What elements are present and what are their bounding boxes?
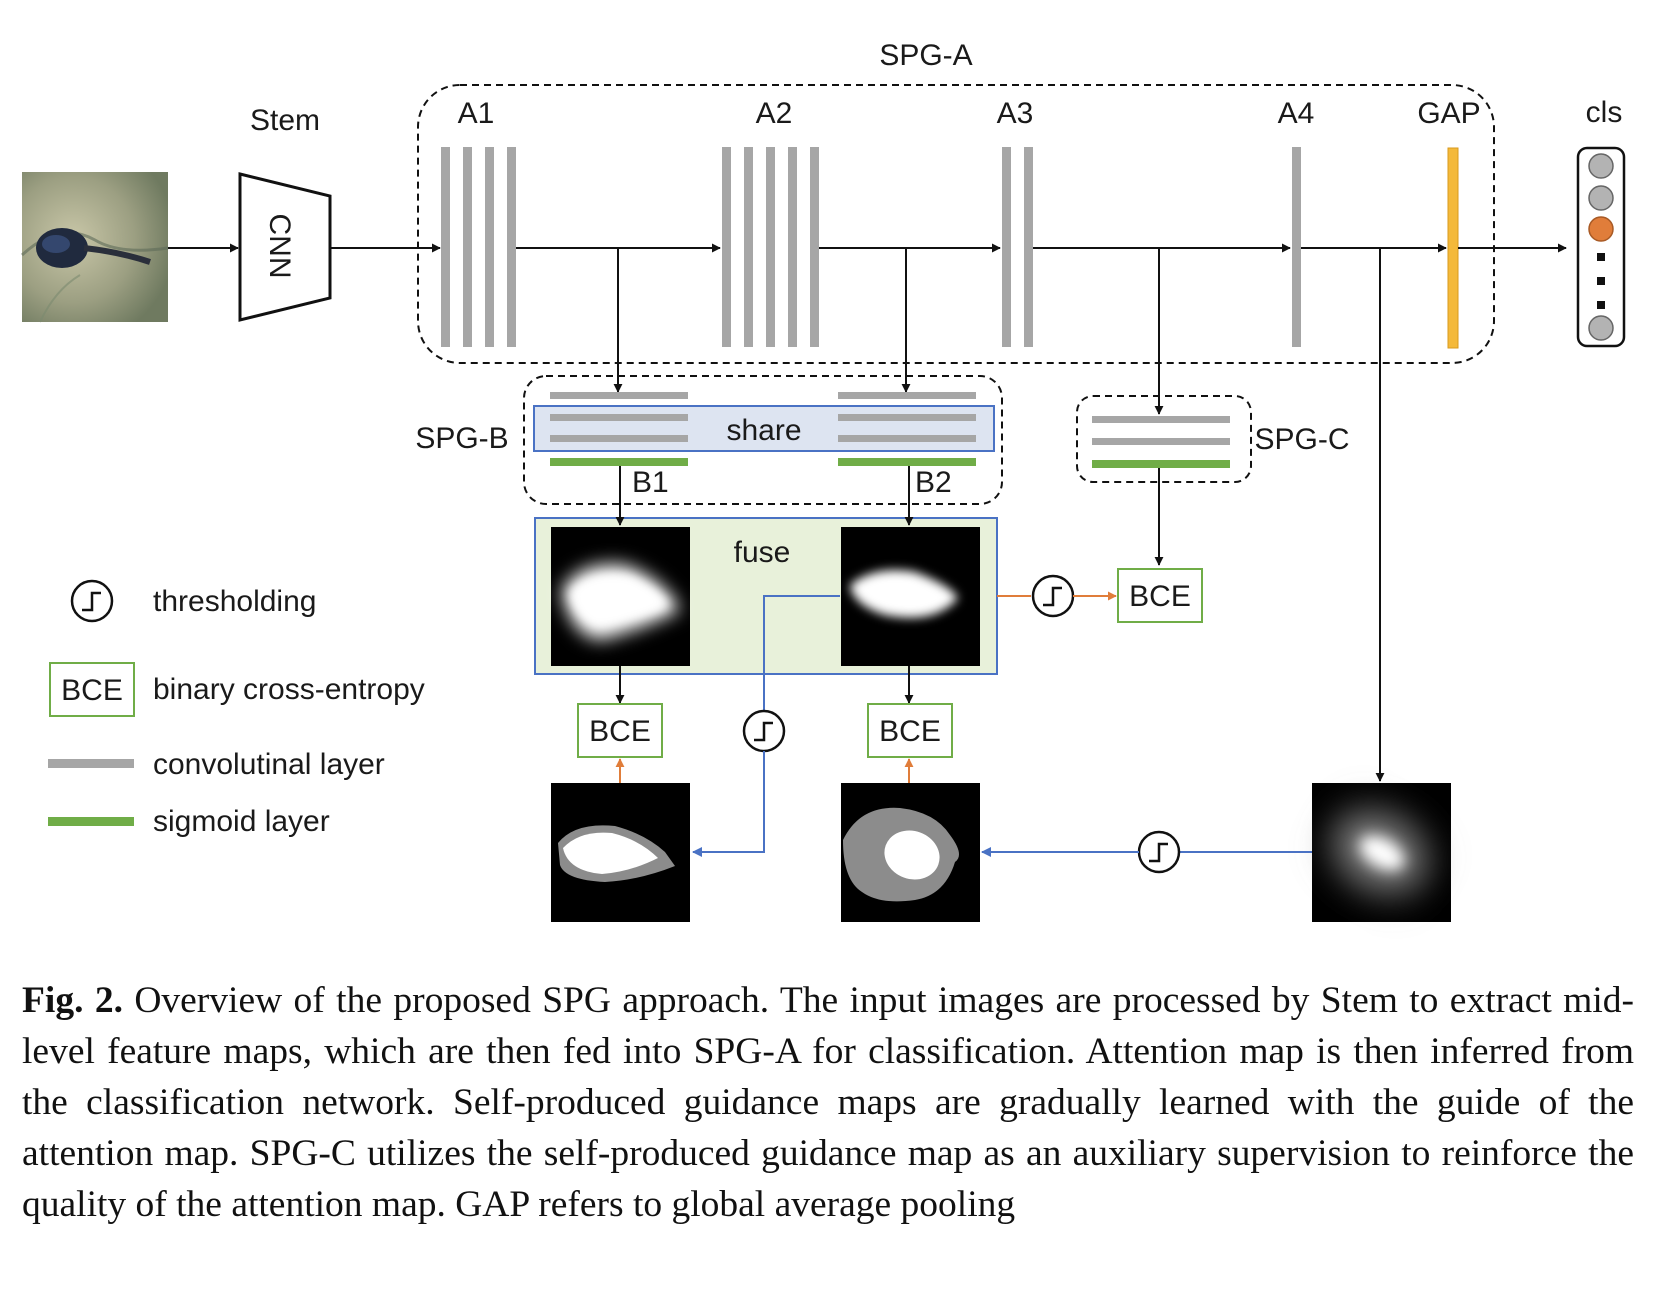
svg-text:BCE: BCE bbox=[1129, 580, 1191, 613]
arrow-b2map-to-threshold bbox=[763, 595, 840, 711]
a3-conv-block bbox=[1002, 147, 1033, 347]
arrow-threshold-to-mask1 bbox=[692, 751, 765, 857]
branch-arrows-to-spg-b bbox=[613, 248, 911, 393]
spg-c-label: SPG-C bbox=[1254, 423, 1349, 456]
caption-text: Overview of the proposed SPG approach. T… bbox=[22, 980, 1634, 1225]
figure-caption: Fig. 2. Overview of the proposed SPG app… bbox=[22, 975, 1634, 1230]
spg-c-container bbox=[1076, 395, 1252, 483]
cnn-stem-block bbox=[238, 172, 332, 322]
bce-box-spg-c: BCE bbox=[1117, 568, 1203, 623]
seed-mask-b2 bbox=[841, 783, 980, 922]
gap-bar bbox=[1447, 147, 1459, 349]
stem-label: Stem bbox=[250, 104, 320, 137]
b1-layers bbox=[550, 392, 688, 466]
b2-label: B2 bbox=[915, 466, 952, 499]
bce-box-b2: BCE bbox=[867, 703, 953, 758]
svg-text:BCE: BCE bbox=[879, 715, 941, 748]
legend-sigmoid-swatch bbox=[48, 817, 134, 826]
a3-label: A3 bbox=[997, 97, 1034, 130]
spg-b-label: SPG-B bbox=[415, 422, 508, 455]
share-box bbox=[533, 405, 995, 452]
threshold-icon-attention bbox=[1137, 830, 1181, 874]
spg-a-label: SPG-A bbox=[879, 39, 972, 72]
seed-mask-b1 bbox=[551, 783, 690, 922]
caption-label: Fig. 2. bbox=[22, 980, 123, 1021]
a2-conv-block bbox=[722, 147, 819, 347]
fuse-label: fuse bbox=[734, 536, 791, 569]
input-image bbox=[20, 172, 169, 323]
legend-threshold-icon bbox=[70, 579, 114, 623]
spg-a-container bbox=[417, 84, 1495, 364]
legend-thresholding-label: thresholding bbox=[153, 585, 316, 618]
a1-conv-block bbox=[441, 147, 516, 347]
attention-map bbox=[1312, 783, 1451, 922]
gap-label: GAP bbox=[1417, 97, 1480, 130]
share-label: share bbox=[726, 414, 801, 447]
b2-layers bbox=[838, 392, 976, 466]
b2-guidance-map bbox=[841, 527, 980, 666]
a1-label: A1 bbox=[458, 97, 495, 130]
legend-bce-label: binary cross-entropy bbox=[153, 673, 425, 706]
spg-c-layers bbox=[1092, 416, 1230, 468]
cnn-label: CNN bbox=[263, 214, 296, 279]
legend-sigmoid-label: sigmoid layer bbox=[153, 805, 330, 838]
cls-output-vector bbox=[1576, 146, 1626, 348]
svg-text:BCE: BCE bbox=[61, 674, 123, 707]
threshold-icon-fuse bbox=[1031, 574, 1075, 618]
b1-label: B1 bbox=[632, 466, 669, 499]
legend: thresholding BCE binary cross-entropy co… bbox=[48, 579, 425, 838]
legend-bce-box: BCE bbox=[49, 662, 135, 717]
legend-conv-label: convolutinal layer bbox=[153, 748, 385, 781]
a4-label: A4 bbox=[1278, 97, 1315, 130]
b1-guidance-map bbox=[551, 527, 690, 666]
a4-conv-block bbox=[1292, 147, 1301, 347]
legend-conv-swatch bbox=[48, 759, 134, 768]
spg-architecture-diagram: Stem CNN SPG-A A1 A2 A3 A4 GAP cls bbox=[20, 39, 1626, 922]
threshold-icon-b2 bbox=[742, 709, 786, 753]
a2-label: A2 bbox=[756, 97, 793, 130]
cls-label: cls bbox=[1586, 96, 1623, 129]
spg-b-container bbox=[523, 375, 1003, 505]
bce-box-b1: BCE bbox=[577, 703, 663, 758]
svg-text:BCE: BCE bbox=[589, 715, 651, 748]
